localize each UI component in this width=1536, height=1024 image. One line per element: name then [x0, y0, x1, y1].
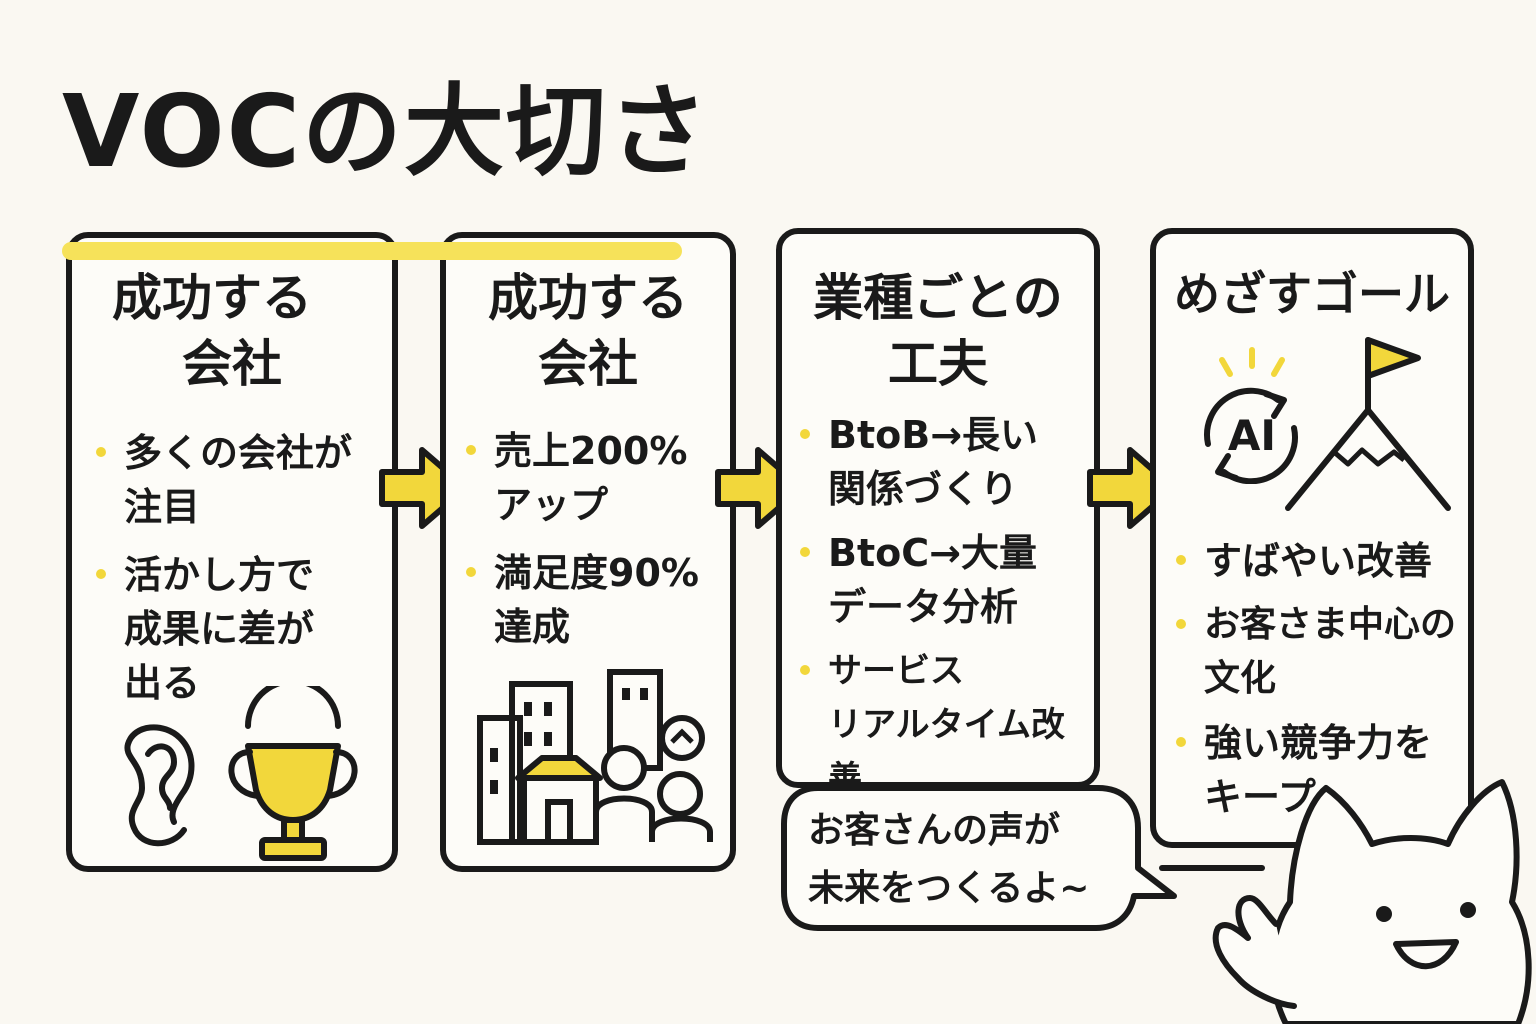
trophy-icon — [228, 686, 358, 861]
list-item: BtoB→長い 関係づくり — [798, 408, 1086, 516]
page-title: VOCの大切さ — [62, 73, 711, 190]
speech-bubble-shape — [781, 785, 1177, 931]
bullet-dot — [466, 567, 476, 577]
list-item: 活かし方で 成果に差が 出る — [94, 548, 384, 710]
ai-cycle-icon: AI — [1204, 347, 1298, 484]
panel-title: 会社 — [538, 335, 638, 393]
ai-label: AI — [1228, 411, 1276, 460]
title-highlight — [62, 242, 682, 260]
cat-mascot-icon — [1212, 779, 1532, 1024]
speech-bubble: お客さんの声が 未来をつくるよ~ — [778, 778, 1177, 938]
list-item: 多くの会社が 注目 — [94, 426, 384, 534]
list-item: 売上200% アップ — [464, 424, 722, 532]
panel-title: 工夫 — [888, 335, 988, 393]
bullet-list: 多くの会社が 注目 活かし方で 成果に差が 出る — [94, 426, 384, 724]
bullet-dot — [96, 569, 106, 579]
panel-title: 業種ごとの — [813, 269, 1063, 327]
bullet-dot — [800, 665, 810, 675]
bullet-list: すばやい改善 お客さま中心の 文化 強い競争力を キープ — [1174, 534, 1460, 838]
panel-title: 成功する — [112, 269, 312, 327]
bullet-dot — [466, 445, 476, 455]
panel-successful-companies-1: 成功する 会社 多くの会社が 注目 活かし方で 成果に差が 出る — [66, 232, 398, 872]
title-block: VOCの大切さ — [62, 72, 708, 260]
bullet-dot — [1176, 619, 1186, 629]
buildings-people-icon — [477, 669, 713, 845]
mountain-flag-icon — [1285, 337, 1451, 511]
list-item: 強い競争力を キープ — [1174, 716, 1460, 824]
panel-successful-companies-2: 成功する 会社 売上200% アップ 満足度90% 達成 — [440, 232, 736, 872]
list-item: すばやい改善 — [1174, 534, 1460, 588]
ear-icon — [124, 724, 195, 847]
list-item: BtoC→大量 データ分析 — [798, 526, 1086, 634]
panel-goal: めざすゴール AI すばやい改善 お客さま中心の 文化 強い競争力を キープ — [1150, 228, 1474, 848]
panel-title: 成功する — [488, 269, 688, 327]
bullet-dot — [800, 429, 810, 439]
bullet-dot — [1176, 737, 1186, 747]
speech-text: お客さんの声が 未来をつくるよ~ — [808, 810, 1090, 909]
list-item: お客さま中心の 文化 — [1174, 598, 1460, 706]
panel-title: めざすゴール — [1174, 267, 1450, 321]
connector-line — [1159, 865, 1265, 871]
list-item: 満足度90% 達成 — [464, 546, 722, 654]
panel-industry-tips: 業種ごとの 工夫 BtoB→長い 関係づくり BtoC→大量 データ分析 サービ… — [776, 228, 1100, 799]
panel-title: 会社 — [182, 335, 282, 393]
bullet-dot — [800, 547, 810, 557]
bullet-dot — [96, 447, 106, 457]
bullet-list: BtoB→長い 関係づくり BtoC→大量 データ分析 サービス リアルタイム改… — [798, 408, 1086, 820]
bullet-dot — [1176, 555, 1186, 565]
bullet-list: 売上200% アップ 満足度90% 達成 — [464, 424, 722, 668]
list-item: サービス リアルタイム改善 — [798, 644, 1086, 806]
